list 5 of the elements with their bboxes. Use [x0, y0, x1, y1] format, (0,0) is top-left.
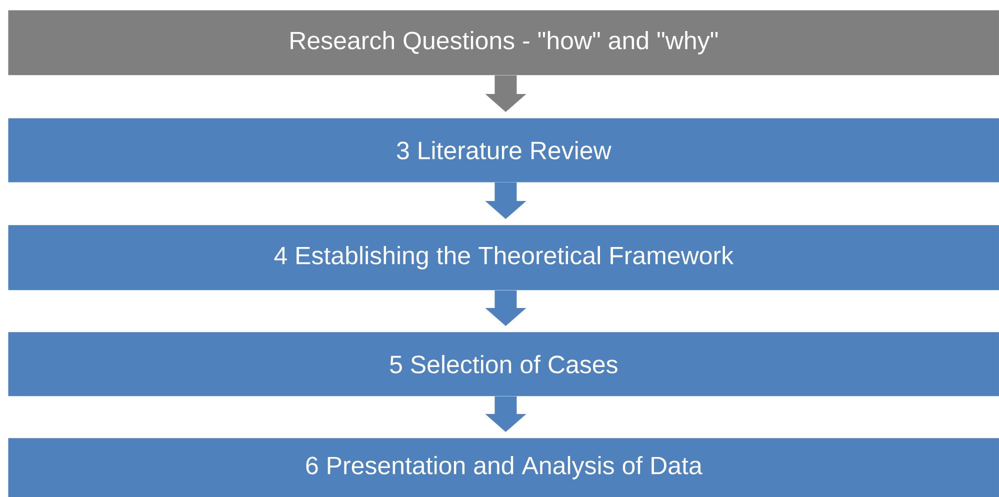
step-box: Research Questions - "how" and "why"	[8, 10, 999, 76]
step-box: 5 Selection of Cases	[8, 332, 999, 396]
step-box: 6 Presentation and Analysis of Data	[8, 438, 999, 497]
step-box: 3 Literature Review	[8, 118, 999, 182]
step-box: 4 Establishing the Theoretical Framework	[8, 225, 999, 290]
